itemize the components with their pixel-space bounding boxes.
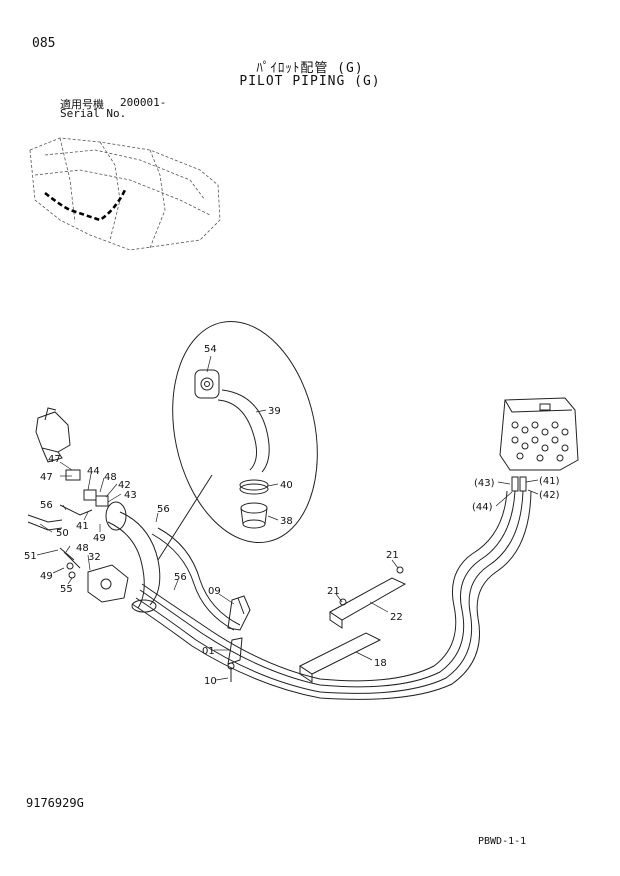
- pilot-hose-bundle: [131, 490, 532, 700]
- bolt-10: [227, 662, 235, 682]
- bracket-09: [227, 595, 251, 631]
- elbow-pipe: [105, 501, 161, 613]
- callout-55: 55: [60, 584, 73, 595]
- callout-50: 50: [56, 528, 69, 539]
- callout-48: 48: [104, 472, 117, 483]
- callout-40: 40: [280, 480, 293, 491]
- pilot-hose-secondary: [151, 527, 241, 631]
- callout-09: 09: [208, 586, 221, 597]
- machine-outline-thumbnail: [29, 137, 221, 251]
- callout-22: 22: [390, 612, 403, 623]
- callout-56-lower: 56: [174, 572, 187, 583]
- clamp-01: [227, 637, 243, 665]
- callout-41: 41: [76, 521, 89, 532]
- callout-43-paren: (43): [474, 478, 495, 489]
- callout-56-left: 56: [40, 500, 53, 511]
- callout-41-paren: (41): [539, 476, 560, 487]
- callout-39: 39: [268, 406, 281, 417]
- callout-10: 10: [204, 676, 217, 687]
- pilot-valve-block: [499, 397, 579, 471]
- serial-label-japanese: 適用号機: [60, 98, 104, 111]
- detail-balloon: [172, 320, 318, 544]
- part-54-fitting: [194, 369, 220, 399]
- callout-01: 01: [202, 646, 215, 657]
- plate-22: [329, 577, 407, 629]
- plate-18: [299, 632, 382, 683]
- callout-48-lower: 48: [76, 543, 89, 554]
- callout-42: 42: [118, 480, 131, 491]
- title-english: PILOT PIPING (G): [239, 74, 381, 89]
- callout-leaders: [36, 355, 539, 681]
- callout-38: 38: [280, 516, 293, 527]
- callout-44-paren: (44): [472, 502, 493, 513]
- page-number: 085: [32, 36, 56, 51]
- callout-51: 51: [24, 551, 37, 562]
- left-pilot-valve: [35, 407, 71, 463]
- part-40-clamp: [239, 479, 269, 495]
- callout-21-left: 21: [327, 586, 340, 597]
- serial-number-value: 200001-: [120, 96, 167, 109]
- balloon-leader: [157, 474, 213, 561]
- callout-42-paren: (42): [539, 490, 560, 501]
- callout-18: 18: [374, 658, 387, 669]
- callout-47-top: 47: [48, 454, 61, 465]
- part-38-sleeve: [240, 502, 268, 529]
- thumbnail-pilot-line: [44, 189, 127, 222]
- serial-label-english: Serial No.: [60, 107, 127, 120]
- callout-49-upper: 49: [93, 533, 106, 544]
- callout-47: 47: [40, 472, 53, 483]
- callout-56-middle: 56: [157, 504, 170, 515]
- callout-54: 54: [204, 344, 217, 355]
- callout-32: 32: [88, 552, 101, 563]
- sheet-code: PBWD-1-1: [478, 836, 527, 847]
- callout-49-lower: 49: [40, 571, 53, 582]
- callout-21-right: 21: [386, 550, 399, 561]
- left-pump-unit: [87, 564, 129, 603]
- callout-44: 44: [87, 466, 100, 477]
- drawing-number: 9176929G: [26, 796, 84, 810]
- left-fittings-cluster: [27, 469, 109, 579]
- callout-43: 43: [124, 490, 137, 501]
- valve-port-fittings: [511, 476, 527, 492]
- part-39-hose: [217, 389, 270, 473]
- title-japanese: ﾊﾟｲﾛｯﾄ配管 (G): [256, 61, 364, 76]
- bolts-21: [339, 566, 404, 606]
